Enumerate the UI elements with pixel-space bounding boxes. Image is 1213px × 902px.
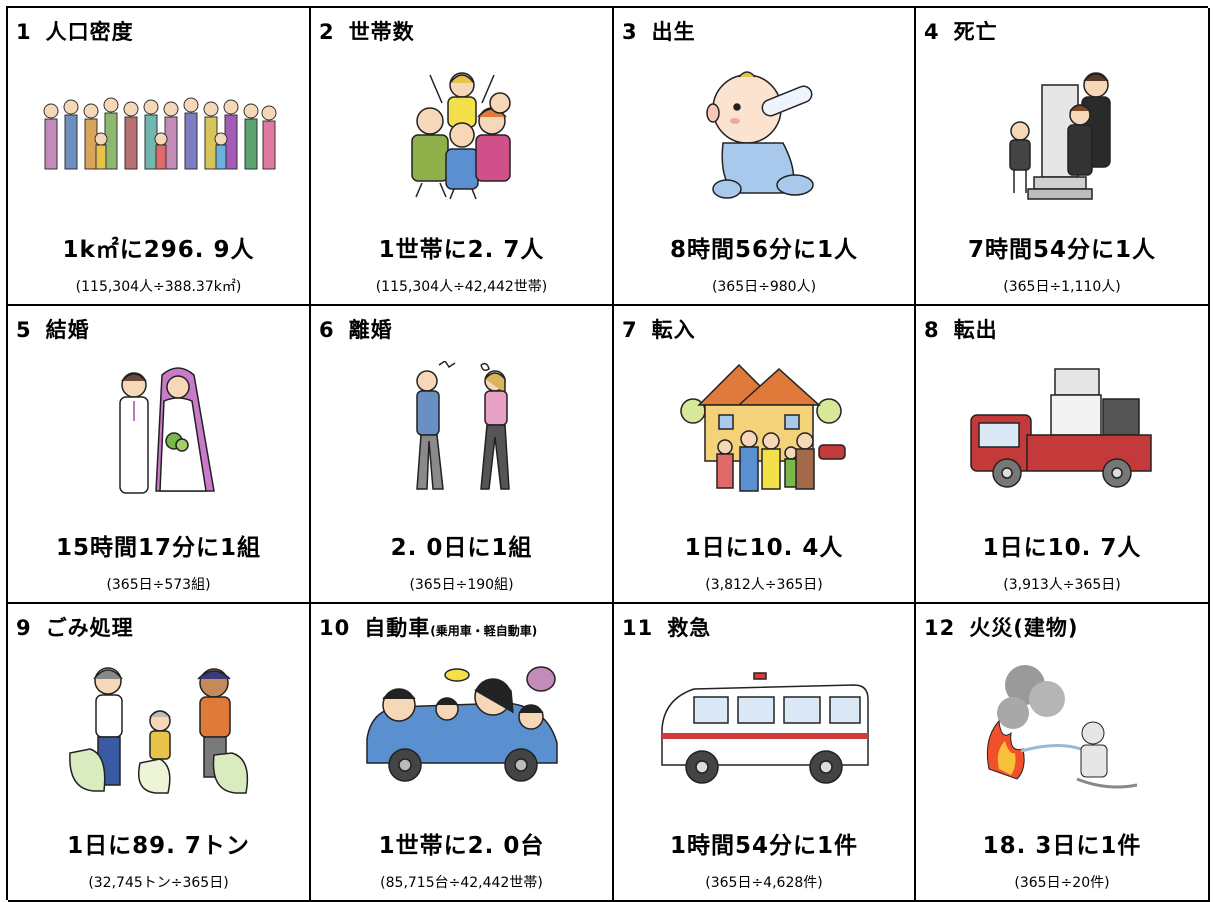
stat-main-value: 1日に10. 7人 — [982, 535, 1142, 561]
wedding-couple-icon — [8, 356, 309, 506]
stat-main-value: 1世帯に2. 7人 — [378, 237, 545, 263]
stat-main-value: 7時間54分に1人 — [967, 237, 1156, 263]
stat-calculation: (115,304人÷42,442世帯) — [375, 279, 548, 295]
stat-calculation: (3,913人÷365日) — [1003, 577, 1121, 593]
stat-calculation: (365日÷980人) — [711, 279, 817, 295]
house-family-icon — [614, 356, 914, 506]
stat-main-value: 1時間54分に1件 — [669, 833, 858, 859]
stat-calculation: (365日÷190組) — [409, 577, 514, 593]
stat-main-value: 18. 3日に1件 — [982, 833, 1142, 859]
stat-calculation: (365日÷20件) — [1014, 875, 1110, 891]
ambulance-icon — [614, 654, 914, 804]
stat-calculation: (365日÷4,628件) — [705, 875, 823, 891]
grave-icon — [916, 58, 1208, 208]
firefighter-icon — [916, 654, 1208, 804]
stat-calculation: (85,715台÷42,442世帯) — [380, 875, 543, 891]
family-car-icon — [311, 654, 612, 804]
family-icon — [311, 58, 612, 208]
stat-main-value: 1k㎡に296. 9人 — [62, 237, 255, 263]
arguing-couple-icon — [311, 356, 612, 506]
stat-calculation: (365日÷573組) — [106, 577, 211, 593]
baby-icon — [614, 58, 914, 208]
stat-main-value: 1世帯に2. 0台 — [378, 833, 545, 859]
crowd-icon — [8, 58, 309, 208]
stat-main-value: 2. 0日に1組 — [390, 535, 533, 561]
stat-calculation: (115,304人÷388.37k㎡) — [75, 279, 242, 295]
garbage-bags-icon — [8, 654, 309, 804]
stat-main-value: 8時間56分に1人 — [669, 237, 858, 263]
moving-truck-icon — [916, 356, 1208, 506]
stat-main-value: 1日に10. 4人 — [684, 535, 844, 561]
stat-calculation: (3,812人÷365日) — [705, 577, 823, 593]
stat-calculation: (365日÷1,110人) — [1003, 279, 1121, 295]
stat-main-value: 1日に89. 7トン — [67, 833, 250, 859]
stat-main-value: 15時間17分に1組 — [55, 535, 262, 561]
stat-calculation: (32,745トン÷365日) — [88, 875, 229, 891]
